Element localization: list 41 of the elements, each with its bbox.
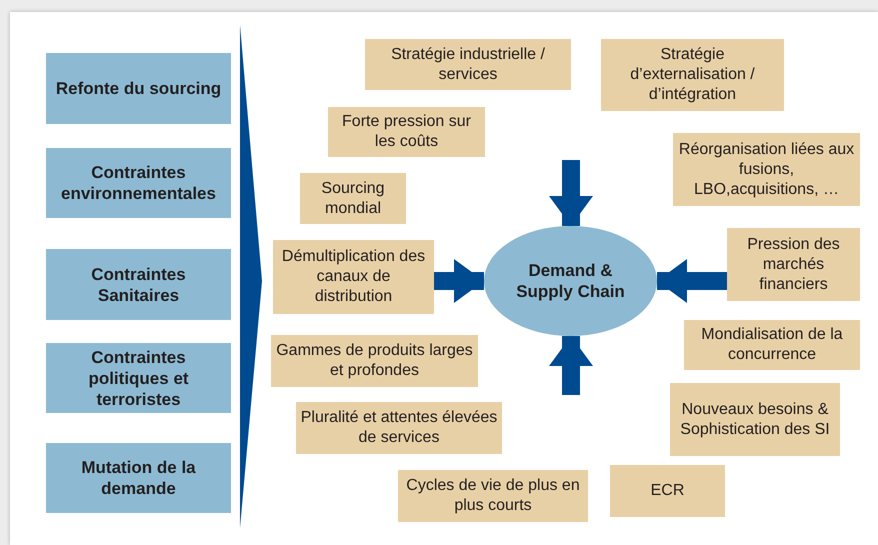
driver-box xyxy=(673,133,860,206)
driver-box xyxy=(610,465,725,517)
node-text: Pluralité et attentes élevées de services xyxy=(300,408,498,448)
block-arrow xyxy=(434,259,484,303)
block-arrow xyxy=(657,259,727,303)
driver-box xyxy=(328,107,485,157)
driver-box xyxy=(684,320,860,370)
driver-box xyxy=(296,402,502,454)
node-text: Mondialisation de la concurrence xyxy=(700,325,844,365)
driver-box xyxy=(300,173,406,224)
node-text: Contraintes politiques et terroristes xyxy=(87,346,190,410)
factor-box xyxy=(46,343,231,413)
node-text: Sourcing mondial xyxy=(320,178,386,218)
block-arrow xyxy=(549,336,593,395)
node-text: Refonte du sourcing xyxy=(56,78,222,99)
block-arrow xyxy=(549,160,593,226)
node-text: Démultiplication des canaux de distribution xyxy=(280,247,426,307)
driver-box xyxy=(273,240,434,314)
driver-box xyxy=(727,228,860,301)
node-text: Mutation de la demande xyxy=(80,457,197,499)
node-text: Nouveaux besoins & Sophistication des SI xyxy=(679,400,831,440)
driver-box xyxy=(670,383,840,456)
driver-box xyxy=(271,335,478,387)
factor-box xyxy=(46,249,231,320)
node-text: Réorganisation liées aux fusions, LBO,acquisitions, … xyxy=(678,140,856,200)
driver-box xyxy=(398,470,588,522)
node-text: Demand & Supply Chain xyxy=(515,260,626,302)
node-text: Pression des marchés financiers xyxy=(746,234,841,294)
factor-box xyxy=(46,148,231,218)
node-text: Cycles de vie de plus en plus courts xyxy=(405,476,581,516)
driver-box xyxy=(365,39,571,90)
factor-box xyxy=(46,443,231,513)
node-text: ECR xyxy=(650,481,684,501)
factor-box xyxy=(46,53,231,124)
node-text: Contraintes environnementales xyxy=(60,162,217,204)
node-text: Gammes de produits larges et profondes xyxy=(275,341,474,381)
node-text: Stratégie d’externalisation / d’intégration xyxy=(629,45,756,105)
node-text: Contraintes Sanitaires xyxy=(90,264,187,306)
node-text: Forte pression sur les coûts xyxy=(341,112,472,152)
node-text: Stratégie industrielle / services xyxy=(390,44,546,84)
driver-box xyxy=(601,39,784,111)
